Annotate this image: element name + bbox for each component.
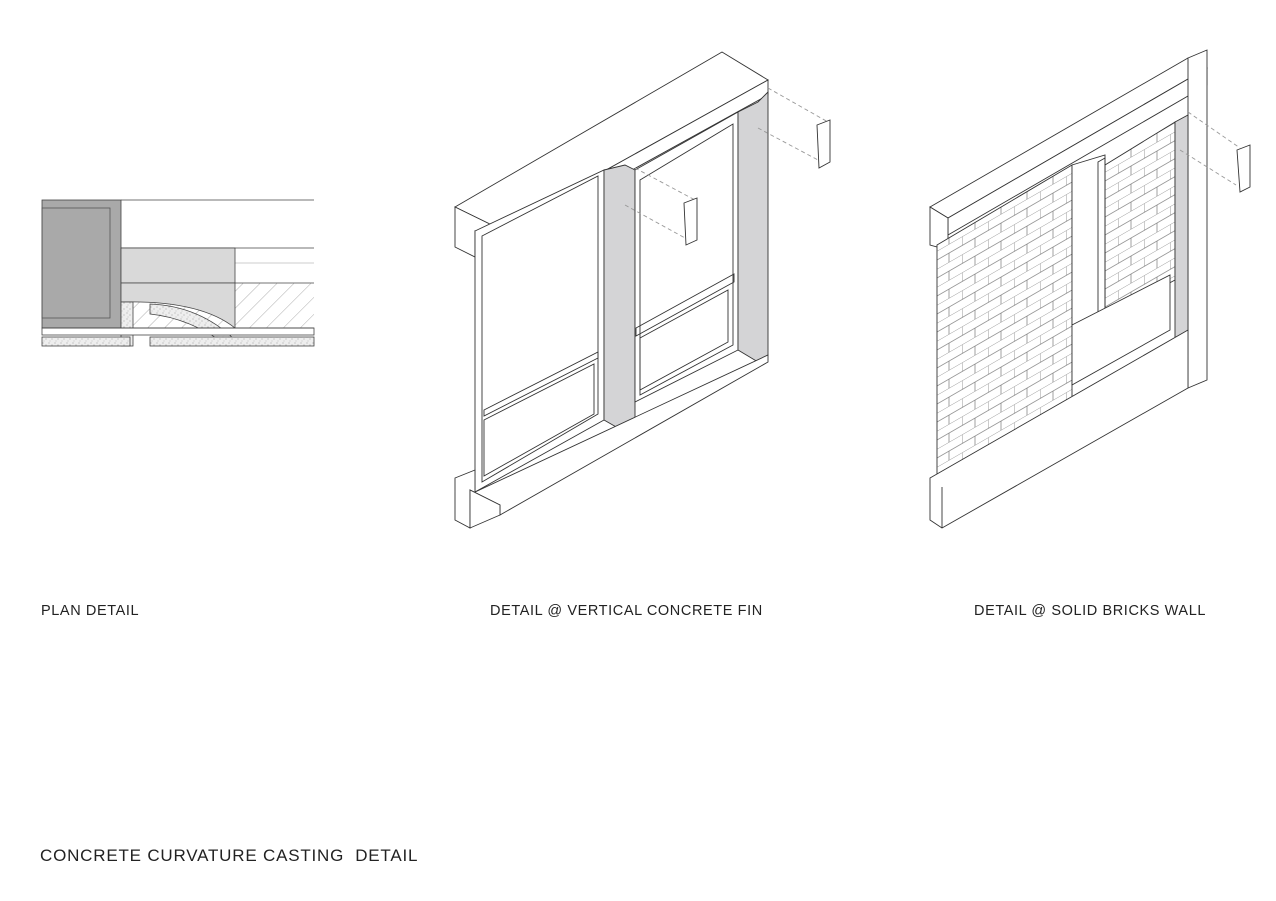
- plan-detail-label: PLAN DETAIL: [41, 603, 140, 619]
- vertical-concrete-fin-label: DETAIL @ VERTICAL CONCRETE FIN: [490, 603, 763, 619]
- solid-bricks-wall-label: DETAIL @ SOLID BRICKS WALL: [974, 603, 1207, 619]
- sheet-title: CONCRETE CURVATURE CASTING DETAIL: [40, 846, 419, 865]
- concrete-fin-isometric: [454, 51, 831, 529]
- plan-detail-drawing: [41, 199, 315, 347]
- brick-wall-isometric: [929, 49, 1251, 529]
